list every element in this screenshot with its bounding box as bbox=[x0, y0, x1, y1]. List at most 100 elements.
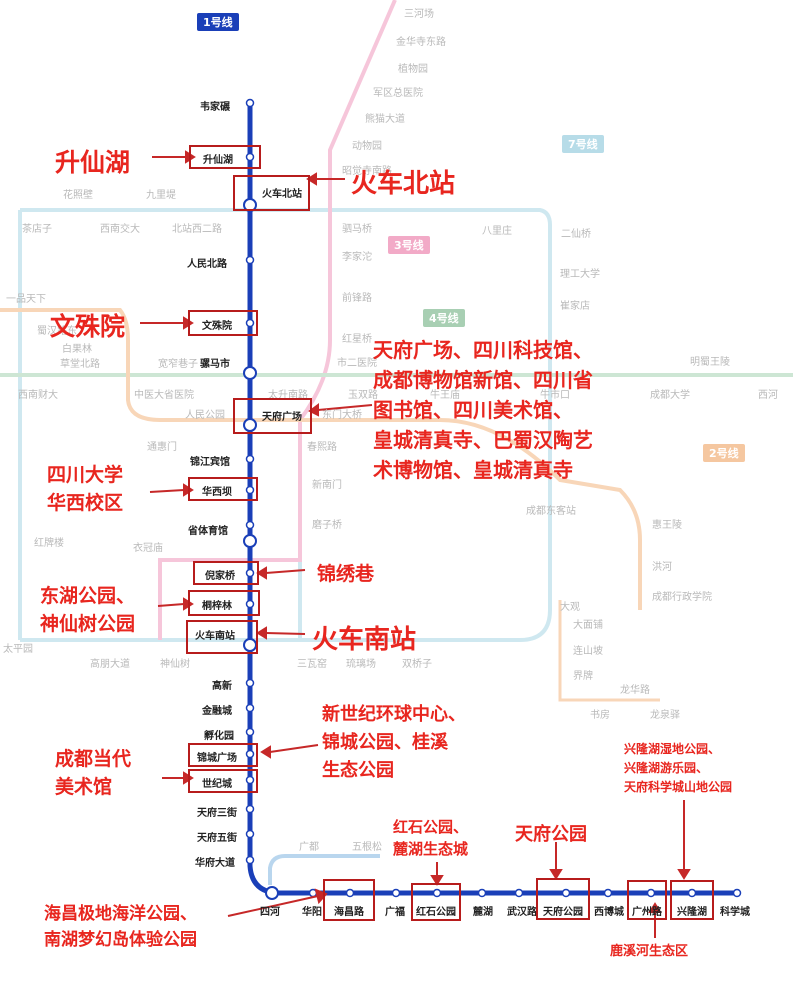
station-weijianian[interactable]: 韦家碾 bbox=[200, 102, 230, 113]
station-marker[interactable] bbox=[245, 804, 255, 814]
box-nijiaqiao bbox=[193, 561, 259, 585]
station-jinjiangbinguan[interactable]: 锦江宾馆 bbox=[190, 457, 230, 468]
bg-station: 书房 bbox=[590, 710, 610, 721]
line-1-station-markers bbox=[243, 98, 742, 900]
station-marker[interactable] bbox=[245, 255, 255, 265]
line-3-badge: 3号线 bbox=[388, 236, 430, 254]
station-luhu[interactable]: 麓湖 bbox=[473, 907, 493, 918]
line-7-badge: 7号线 bbox=[562, 135, 604, 153]
station-shijicheng[interactable]: 世纪城 bbox=[202, 779, 232, 790]
annotation-huochebeizhan: 火车北站 bbox=[351, 169, 456, 199]
station-marker[interactable] bbox=[687, 888, 697, 898]
bg-station: 西南交大 bbox=[100, 224, 140, 235]
bg-station: 三河场 bbox=[404, 9, 434, 20]
station-tianfuguangchang[interactable]: 天府广场 bbox=[262, 412, 302, 423]
transfer-station-marker[interactable] bbox=[265, 886, 279, 900]
line-1-badge: 1号线 bbox=[197, 13, 239, 31]
transfer-station-marker[interactable] bbox=[243, 418, 257, 432]
station-huochenanzhan[interactable]: 火车南站 bbox=[195, 631, 235, 642]
bg-station: 九里堤 bbox=[146, 190, 176, 201]
station-marker[interactable] bbox=[245, 318, 255, 328]
station-marker[interactable] bbox=[245, 703, 255, 713]
station-marker[interactable] bbox=[646, 888, 656, 898]
bg-station: 龙华路 bbox=[620, 685, 650, 696]
station-marker[interactable] bbox=[603, 888, 613, 898]
station-xinglonghu[interactable]: 兴隆湖 bbox=[677, 907, 707, 918]
station-xibocheng[interactable]: 西博城 bbox=[594, 907, 624, 918]
bg-station: 新南门 bbox=[312, 480, 342, 491]
station-nijiaqiao[interactable]: 倪家桥 bbox=[205, 571, 235, 582]
bg-station: 三瓦窑 bbox=[297, 659, 327, 670]
station-tianfugongyuan[interactable]: 天府公园 bbox=[543, 907, 583, 918]
station-marker[interactable] bbox=[391, 888, 401, 898]
station-marker[interactable] bbox=[245, 568, 255, 578]
transfer-station-marker[interactable] bbox=[243, 366, 257, 380]
station-marker[interactable] bbox=[245, 678, 255, 688]
station-guangfu[interactable]: 广福 bbox=[385, 907, 405, 918]
bg-station: 军区总医院 bbox=[373, 88, 423, 99]
station-shengtiyuguan[interactable]: 省体育馆 bbox=[188, 526, 228, 537]
box-hongshigongyuan bbox=[411, 883, 461, 921]
station-marker[interactable] bbox=[245, 829, 255, 839]
annotation-huaxiba: 四川大学 华西校区 bbox=[47, 464, 124, 514]
station-wuhanlu[interactable]: 武汉路 bbox=[507, 907, 537, 918]
bg-station: 大观 bbox=[560, 602, 580, 613]
station-huayang[interactable]: 华阳 bbox=[302, 907, 322, 918]
annotation-hongshigongyuan: 红石公园、 麓湖生态城 bbox=[393, 818, 469, 858]
bg-station: 双桥子 bbox=[402, 659, 432, 670]
station-kexuecheng[interactable]: 科学城 bbox=[720, 907, 750, 918]
station-shengxianhu[interactable]: 升仙湖 bbox=[203, 155, 233, 166]
station-sihe[interactable]: 四河 bbox=[260, 907, 280, 918]
station-haichanglu[interactable]: 海昌路 bbox=[334, 907, 364, 918]
line-2 bbox=[0, 308, 642, 610]
bg-station: 中医大省医院 bbox=[134, 390, 194, 401]
bg-station: 北站西二路 bbox=[172, 224, 222, 235]
annotation-shengxianhu: 升仙湖 bbox=[55, 148, 131, 177]
station-marker[interactable] bbox=[477, 888, 487, 898]
station-renminbeilu[interactable]: 人民北路 bbox=[187, 259, 227, 270]
station-marker[interactable] bbox=[245, 727, 255, 737]
station-marker[interactable] bbox=[245, 485, 255, 495]
station-marker[interactable] bbox=[245, 775, 255, 785]
station-jinrongcheng[interactable]: 金融城 bbox=[202, 706, 232, 717]
station-fuhuayuan[interactable]: 孵化园 bbox=[204, 731, 234, 742]
station-marker[interactable] bbox=[245, 855, 255, 865]
station-marker[interactable] bbox=[245, 749, 255, 759]
station-huochebeizhan[interactable]: 火车北站 bbox=[262, 189, 302, 200]
station-tianfusanjie[interactable]: 天府三街 bbox=[197, 808, 237, 819]
station-tongzilin[interactable]: 桐梓林 bbox=[202, 601, 232, 612]
station-jinchengguangchang[interactable]: 锦城广场 bbox=[197, 753, 237, 764]
bg-station: 金华寺东路 bbox=[396, 37, 446, 48]
station-guangzhoulu[interactable]: 广州路 bbox=[632, 907, 662, 918]
bg-station: 植物园 bbox=[398, 64, 428, 75]
annotation-haichanglu: 海昌极地海洋公园、 南湖梦幻岛体验公园 bbox=[44, 904, 197, 950]
station-gaoxin[interactable]: 高新 bbox=[212, 681, 232, 692]
transfer-station-marker[interactable] bbox=[243, 534, 257, 548]
bg-station: 人民公园 bbox=[185, 410, 225, 421]
station-marker[interactable] bbox=[245, 599, 255, 609]
station-marker[interactable] bbox=[245, 98, 255, 108]
station-hongshigongyuan[interactable]: 红石公园 bbox=[416, 907, 456, 918]
box-haichanglu bbox=[323, 879, 375, 921]
station-marker[interactable] bbox=[245, 520, 255, 530]
bg-station: 昭觉寺南路 bbox=[342, 166, 392, 177]
station-marker[interactable] bbox=[245, 454, 255, 464]
station-marker[interactable] bbox=[732, 888, 742, 898]
station-huafudadao[interactable]: 华府大道 bbox=[195, 858, 235, 869]
station-marker[interactable] bbox=[345, 888, 355, 898]
station-huaxiba[interactable]: 华西坝 bbox=[202, 487, 232, 498]
box-wenshuyuan bbox=[188, 310, 258, 336]
bg-station: 高朋大道 bbox=[90, 659, 130, 670]
bg-station: 崔家店 bbox=[560, 301, 590, 312]
transfer-station-marker[interactable] bbox=[243, 198, 257, 212]
station-marker[interactable] bbox=[514, 888, 524, 898]
station-marker[interactable] bbox=[432, 888, 442, 898]
station-marker[interactable] bbox=[245, 152, 255, 162]
bg-station: 大面铺 bbox=[573, 620, 603, 631]
station-wenshuyuan[interactable]: 文殊院 bbox=[202, 321, 232, 332]
station-tianfuwujie[interactable]: 天府五街 bbox=[197, 833, 237, 844]
bg-station: 前锋路 bbox=[342, 293, 372, 304]
station-marker[interactable] bbox=[561, 888, 571, 898]
bg-station: 磨子桥 bbox=[312, 520, 342, 531]
station-luomashi[interactable]: 骡马市 bbox=[200, 359, 230, 370]
